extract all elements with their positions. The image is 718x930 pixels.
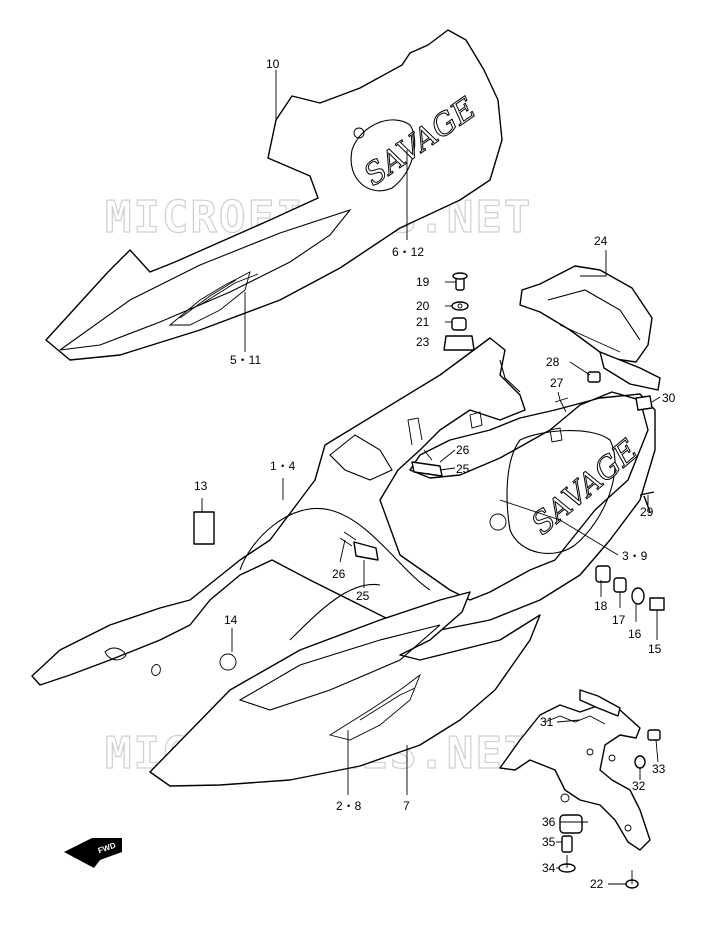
- callout-29: 29: [640, 505, 654, 519]
- callout-30: 30: [662, 391, 676, 405]
- callout-27: 27: [550, 376, 564, 390]
- callout-labels: 10 6・12 5・11 24 19 20 21 23 28 27 30 26 …: [194, 57, 676, 891]
- bracket: [499, 689, 651, 851]
- callout-16: 16: [628, 627, 642, 641]
- callout-21: 21: [416, 315, 430, 329]
- callout-15: 15: [648, 642, 662, 656]
- callout-23: 23: [416, 335, 430, 349]
- leader-lines: [201, 70, 661, 885]
- callout-19: 19: [416, 275, 430, 289]
- callout-36: 36: [542, 815, 556, 829]
- callout-20: 20: [416, 299, 430, 313]
- lower-side-cover: [149, 591, 541, 787]
- callout-17: 17: [612, 613, 626, 627]
- callout-31: 31: [540, 715, 554, 729]
- callout-2-8: 2・8: [336, 799, 362, 813]
- callout-13: 13: [194, 479, 208, 493]
- callout-7: 7: [403, 799, 410, 813]
- upper-side-cover: SAVAGE: [45, 29, 503, 361]
- callout-18: 18: [594, 599, 608, 613]
- callout-32: 32: [632, 779, 646, 793]
- callout-28: 28: [546, 355, 560, 369]
- callout-25-upper: 25: [456, 462, 470, 476]
- callout-26-upper: 26: [456, 443, 470, 457]
- callout-33: 33: [652, 762, 666, 776]
- seat-cowl: [519, 265, 661, 391]
- callout-25-lower: 25: [356, 589, 370, 603]
- callout-3-9: 3・9: [622, 549, 648, 563]
- callout-1-4: 1・4: [270, 459, 296, 473]
- callout-6-12: 6・12: [392, 245, 424, 259]
- callout-22: 22: [590, 877, 604, 891]
- callout-26-lower: 26: [332, 567, 346, 581]
- fwd-arrow-icon: FWD: [64, 838, 122, 868]
- callout-24: 24: [594, 234, 608, 248]
- callout-14: 14: [224, 613, 238, 627]
- callout-34: 34: [542, 861, 556, 875]
- callout-35: 35: [542, 835, 556, 849]
- callout-5-11: 5・11: [230, 353, 261, 367]
- callout-10: 10: [266, 57, 280, 71]
- hardware: [193, 272, 665, 889]
